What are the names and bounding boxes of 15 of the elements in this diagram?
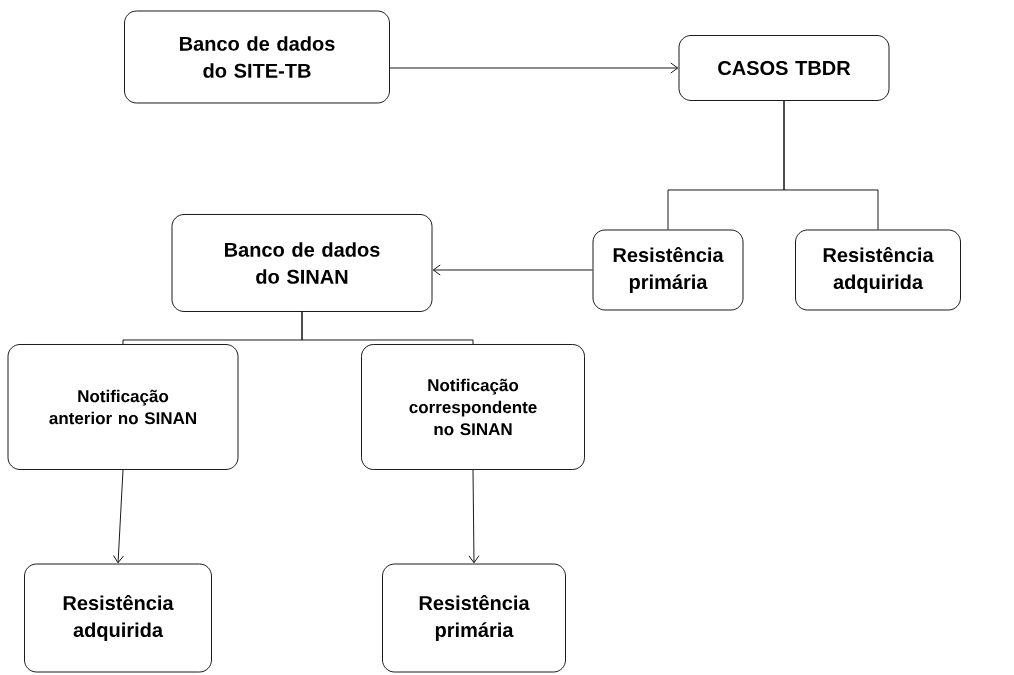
process-box: Resistência adquirida [24,563,212,673]
process-box: CASOS TBDR [678,35,890,101]
process-box: Notificação anterior no SINAN [7,344,239,470]
process-box: Notificação correspondente no SINAN [361,344,585,470]
connector [783,100,879,230]
connector [389,62,679,74]
process-box: Resistência adquirida [795,229,961,311]
process-box: Banco de dados do SITE-TB [124,10,390,104]
connector [113,469,124,564]
connector [468,469,480,564]
connector [301,311,474,345]
connector [432,264,593,276]
process-box: Banco de dados do SINAN [171,214,433,312]
process-box: Resistência primária [382,563,566,673]
process-box: Resistência primária [592,229,744,311]
